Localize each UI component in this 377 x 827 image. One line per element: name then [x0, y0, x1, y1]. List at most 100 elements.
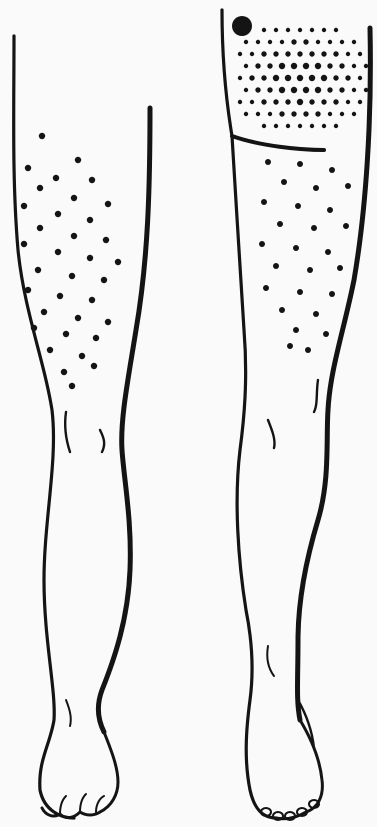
stipple-dot — [297, 75, 303, 81]
stipple-dot — [333, 51, 338, 56]
stipple-dot — [352, 88, 356, 92]
stipple-dot — [291, 111, 296, 116]
stipple-dot — [75, 157, 81, 163]
stipple-dot — [71, 195, 77, 201]
stipple-dot — [298, 124, 302, 128]
stipple-dot — [333, 99, 338, 104]
stipple-dot — [63, 331, 69, 337]
stipple-dot — [352, 40, 356, 44]
stipple-dot — [309, 75, 315, 81]
stipple-dot — [277, 221, 283, 227]
stipple-dot — [297, 51, 302, 56]
stipple-dot — [274, 28, 278, 32]
stipple-dot — [286, 28, 290, 32]
stipple-dot — [286, 124, 290, 128]
stipple-dot — [327, 63, 332, 68]
stipple-dot — [346, 100, 350, 104]
stipple-dot — [238, 100, 242, 104]
stipple-dot — [309, 99, 314, 104]
stipple-dot — [71, 233, 77, 239]
stipple-dot — [89, 177, 95, 183]
stipple-dot — [358, 100, 362, 104]
stipple-dot — [329, 167, 335, 173]
stipple-dot — [311, 225, 317, 231]
stipple-dot — [61, 369, 67, 375]
stipple-dot — [261, 99, 266, 104]
left-toe-line-1 — [80, 794, 86, 812]
right-knee-crease — [268, 420, 275, 448]
stipple-dot — [307, 267, 313, 273]
stipple-dot — [261, 75, 266, 80]
stipple-dot — [339, 87, 344, 92]
stipple-dot — [328, 40, 332, 44]
stipple-dot — [291, 87, 297, 93]
stipple-dot — [69, 273, 75, 279]
stipple-dot — [297, 161, 303, 167]
stipple-dot — [364, 64, 368, 68]
stipple-dot — [297, 99, 303, 105]
stipple-dot — [55, 249, 61, 255]
stipple-dot — [101, 277, 107, 283]
stipple-dot — [343, 223, 349, 229]
left-leg — [14, 36, 150, 818]
stipple-dot — [281, 179, 287, 185]
stipple-dot — [309, 51, 314, 56]
stipple-dot — [313, 311, 319, 317]
left-thigh-stipple — [21, 133, 121, 389]
stipple-dot — [87, 255, 93, 261]
stipple-dot — [295, 203, 301, 209]
stipple-dot — [291, 39, 296, 44]
stipple-dot — [293, 245, 299, 251]
stipple-dot — [37, 185, 43, 191]
right-hip-stipple — [238, 28, 368, 128]
stipple-dot — [285, 75, 291, 81]
stipple-dot — [274, 124, 278, 128]
stipple-dot — [267, 63, 272, 68]
stipple-dot — [327, 87, 332, 92]
stipple-dot — [79, 353, 85, 359]
stipple-dot — [255, 63, 260, 68]
stipple-dot — [337, 265, 343, 271]
left-kneecap-line — [100, 430, 104, 452]
stipple-dot — [268, 40, 272, 44]
stipple-dot — [273, 263, 279, 269]
stipple-dot — [310, 28, 314, 32]
stipple-dot — [238, 76, 242, 80]
right-leg — [222, 10, 370, 820]
stipple-dot — [303, 111, 308, 116]
stipple-dot — [250, 52, 254, 56]
stipple-dot — [315, 111, 320, 116]
stipple-dot — [244, 88, 248, 92]
right-ankle-line — [267, 646, 274, 676]
stipple-dot — [259, 241, 265, 247]
stipple-dot — [37, 225, 43, 231]
stipple-dot — [345, 183, 351, 189]
stipple-dot — [315, 87, 321, 93]
stipple-dot — [303, 87, 309, 93]
stipple-dot — [340, 40, 344, 44]
stipple-dot — [115, 259, 121, 265]
stipple-dot — [315, 63, 321, 69]
stipple-dot — [261, 199, 267, 205]
stipple-dot — [256, 112, 260, 116]
stipple-dot — [346, 52, 350, 56]
stipple-dot — [21, 203, 27, 209]
stipple-dot — [333, 75, 338, 80]
stipple-dot — [340, 112, 344, 116]
stipple-dot — [25, 287, 31, 293]
stipple-dot — [69, 383, 75, 389]
stipple-dot — [261, 51, 266, 56]
stipple-dot — [310, 124, 314, 128]
stipple-dot — [256, 40, 260, 44]
stipple-dot — [265, 159, 271, 165]
stipple-dot — [345, 75, 350, 80]
stipple-dot — [39, 133, 45, 139]
stipple-dot — [279, 63, 285, 69]
stipple-dot — [41, 309, 47, 315]
right-foot — [276, 720, 322, 819]
stipple-dot — [305, 347, 311, 353]
stipple-dot — [91, 363, 97, 369]
right-groin-crease — [232, 136, 324, 150]
stipple-dot — [87, 217, 93, 223]
stipple-dot — [316, 40, 320, 44]
